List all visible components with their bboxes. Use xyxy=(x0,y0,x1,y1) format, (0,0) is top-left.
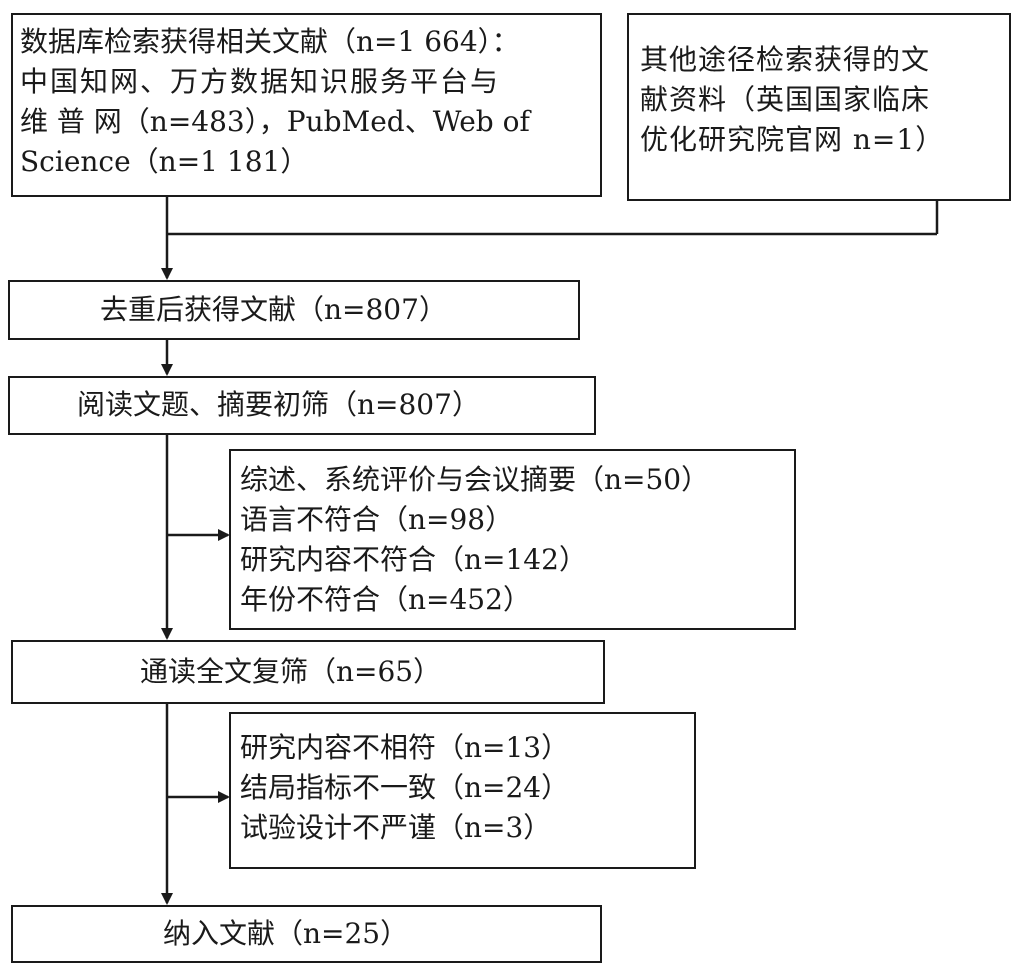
exclusion-2-item-3: 试验设计不严谨（n=3） xyxy=(240,811,552,844)
exclusion-list-2: 研究内容不相符（n=13） 结局指标不一致（n=24） 试验设计不严谨（n=3） xyxy=(240,728,569,848)
exclusion-box-1 xyxy=(229,449,796,630)
database-search-line-4: Science（n=1 181） xyxy=(20,145,309,178)
other-sources-box xyxy=(627,13,1011,201)
exclusion-2-item-1: 研究内容不相符（n=13） xyxy=(240,731,570,764)
included-label: 纳入文献（n=25） xyxy=(163,917,409,950)
exclusion-1-item-2: 语言不符合（n=98） xyxy=(240,503,514,536)
dedup-box xyxy=(8,280,580,340)
exclusion-1-item-3: 研究内容不符合（n=142） xyxy=(240,543,587,576)
exclusion-2-item-2: 结局指标不一致（n=24） xyxy=(240,771,570,804)
included-box xyxy=(11,905,602,963)
dedup-label: 去重后获得文献（n=807） xyxy=(100,293,447,326)
exclusion-1-item-4: 年份不符合（n=452） xyxy=(240,583,531,616)
database-search-line-2: 中国知网、万方数据知识服务平台与 xyxy=(20,65,501,98)
fulltext-screen-box xyxy=(11,640,605,704)
other-sources-line-3: 优化研究院官网 n=1） xyxy=(640,123,945,156)
database-search-line-3: 维 普 网（n=483），PubMed、Web of xyxy=(20,105,530,138)
other-sources-line-2: 献资料（英国国家临床 xyxy=(640,83,931,116)
exclusion-list-1: 综述、系统评价与会议摘要（n=50） 语言不符合（n=98） 研究内容不符合（n… xyxy=(240,460,709,620)
fulltext-screen-label: 通读全文复筛（n=65） xyxy=(140,655,442,688)
title-abstract-screen-box xyxy=(8,376,596,435)
other-sources-line-1: 其他途径检索获得的文 xyxy=(640,43,931,76)
database-search-line-1: 数据库检索获得相关文献（n=1 664）： xyxy=(20,25,520,58)
database-search-text: 数据库检索获得相关文献（n=1 664）： 中国知网、万方数据知识服务平台与 维… xyxy=(20,22,595,182)
title-abstract-screen-label: 阅读文题、摘要初筛（n=807） xyxy=(77,388,480,421)
exclusion-1-item-1: 综述、系统评价与会议摘要（n=50） xyxy=(240,463,710,496)
database-search-box xyxy=(11,13,602,197)
other-sources-text: 其他途径检索获得的文 献资料（英国国家临床 优化研究院官网 n=1） xyxy=(640,40,1000,160)
exclusion-box-2 xyxy=(229,712,696,869)
